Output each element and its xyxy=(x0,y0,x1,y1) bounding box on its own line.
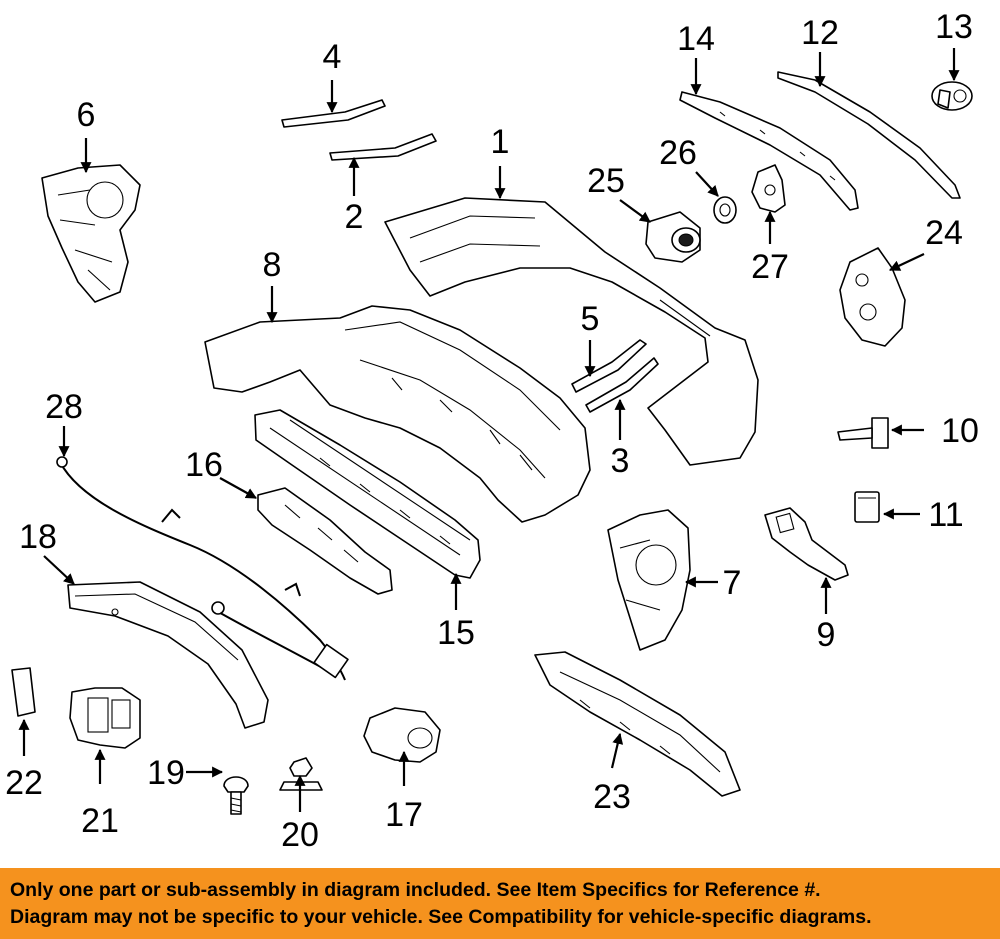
callout-1: 1 xyxy=(491,123,510,161)
callout-27: 27 xyxy=(751,248,789,286)
part-12-trim-strip xyxy=(777,71,961,199)
callout-10: 10 xyxy=(941,412,979,450)
part-7-side-bracket xyxy=(607,509,691,651)
part-26-grommet xyxy=(713,196,737,224)
callout-8: 8 xyxy=(263,246,282,284)
callout-12: 12 xyxy=(801,14,839,52)
part-18-impact-bar xyxy=(67,581,269,729)
disclaimer-line-1: Only one part or sub-assembly in diagram… xyxy=(10,879,821,901)
part-2-trim-strip xyxy=(329,133,437,161)
callout-21: 21 xyxy=(81,802,119,840)
callout-26: 26 xyxy=(659,134,697,172)
callout-9: 9 xyxy=(817,616,836,654)
callout-15: 15 xyxy=(437,614,475,652)
callout-6: 6 xyxy=(77,96,96,134)
disclaimer-line-2: Diagram may not be specific to your vehi… xyxy=(10,906,872,928)
callout-18: 18 xyxy=(19,518,57,556)
callout-24: 24 xyxy=(925,214,963,252)
part-24-lamp-housing xyxy=(839,247,906,347)
callout-20: 20 xyxy=(281,816,319,854)
callout-3: 3 xyxy=(611,442,630,480)
callout-25: 25 xyxy=(587,162,625,200)
part-8-lower-bumper xyxy=(204,305,591,523)
part-14-trim-rail xyxy=(679,91,859,211)
callout-19: 19 xyxy=(147,754,185,792)
callout-7: 7 xyxy=(723,564,742,602)
part-16-energy-absorber xyxy=(257,487,393,595)
callout-23: 23 xyxy=(593,778,631,816)
part-19-bolt xyxy=(223,776,249,815)
callout-22: 22 xyxy=(5,764,43,802)
callout-4: 4 xyxy=(323,38,342,76)
callout-17: 17 xyxy=(385,796,423,834)
callout-28: 28 xyxy=(45,388,83,426)
part-15-reinforcement xyxy=(254,409,481,579)
parts-diagram: 1 2 3 4 5 6 7 8 9 10 11 12 13 14 15 16 1… xyxy=(5,8,979,854)
part-9-bracket xyxy=(764,507,849,581)
part-13-push-pin xyxy=(931,81,973,111)
part-23-deflector xyxy=(534,651,741,797)
part-28-wiring-harness xyxy=(56,456,349,681)
part-11-clip xyxy=(854,491,880,523)
callout-leaders xyxy=(18,48,960,812)
part-5-trim-strip xyxy=(571,339,647,393)
callout-16: 16 xyxy=(185,446,223,484)
part-22-plate xyxy=(11,667,36,717)
part-1-bumper-cover xyxy=(384,197,759,466)
part-25-sensor xyxy=(645,211,701,263)
callout-5: 5 xyxy=(581,300,600,338)
part-10-pin xyxy=(837,417,889,449)
disclaimer-banner: Only one part or sub-assembly in diagram… xyxy=(0,868,1000,939)
part-6-side-bracket xyxy=(41,164,141,303)
part-17-mount xyxy=(363,707,441,763)
callout-14: 14 xyxy=(677,20,715,58)
callout-13: 13 xyxy=(935,8,973,46)
callout-2: 2 xyxy=(345,198,364,236)
callout-11: 11 xyxy=(928,496,963,534)
part-21-mount-bracket xyxy=(69,687,141,749)
part-4-trim-strip xyxy=(281,99,386,128)
part-27-sensor-bracket xyxy=(751,164,786,213)
callout-labels: 1 2 3 4 5 6 7 8 9 10 11 12 13 14 15 16 1… xyxy=(5,8,979,854)
part-3-trim-strip xyxy=(585,357,659,413)
